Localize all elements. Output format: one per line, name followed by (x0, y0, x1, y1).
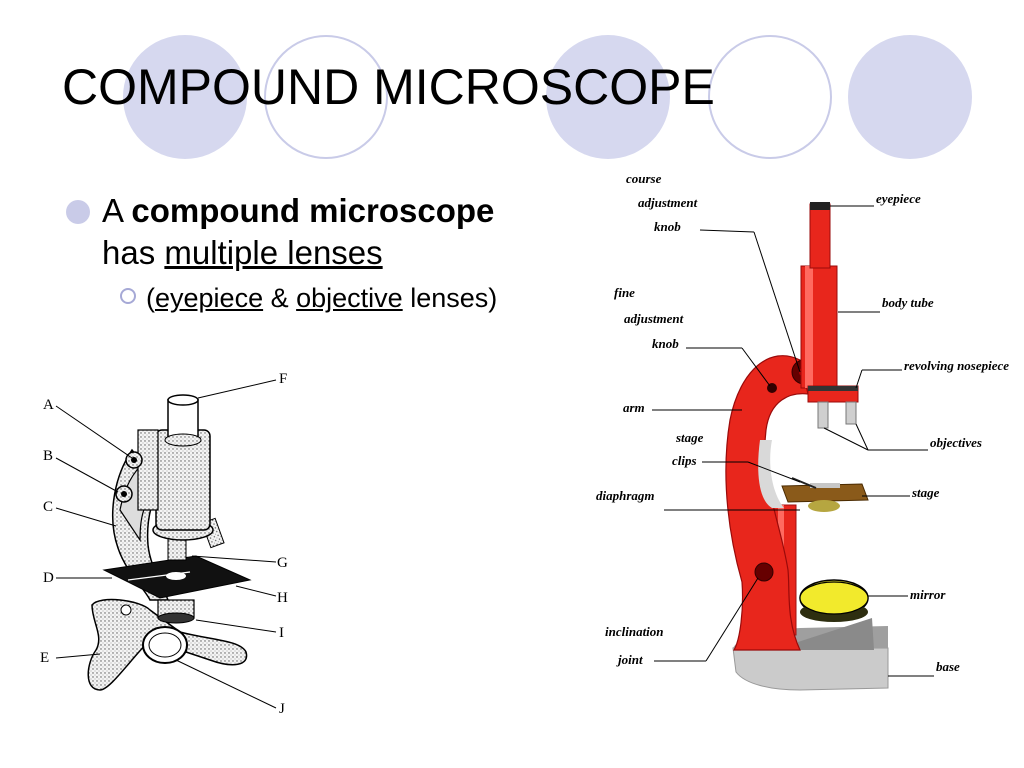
label-joint: joint (616, 652, 643, 667)
bullet-dot-icon (66, 200, 90, 224)
label-knob: knob (654, 219, 681, 234)
right-inclination-joint-knob (754, 562, 774, 582)
label-fine-knob: knob (652, 336, 679, 351)
deco-circle-outline (708, 35, 832, 159)
left-label-j: J (279, 701, 285, 717)
sub-term-eyepiece: eyepiece (155, 283, 264, 313)
label-objectives: objectives (930, 435, 982, 450)
label-eyepiece: eyepiece (876, 191, 921, 206)
sub-suffix: lenses) (402, 283, 498, 313)
bullet-prefix: A (102, 192, 132, 229)
left-label-e: E (40, 650, 49, 666)
label-inclination: inclination (605, 624, 664, 639)
sub-amp: & (263, 283, 297, 313)
left-label-f: F (279, 371, 287, 387)
left-label-c: C (43, 499, 53, 515)
sub-bullet-ring-icon (120, 288, 136, 304)
right-eyepiece (809, 203, 831, 269)
right-objective-2 (845, 401, 857, 425)
label-arm: arm (623, 400, 645, 415)
label-fine-adjustment: adjustment (624, 311, 684, 326)
left-mirror-inner (148, 632, 182, 658)
label-revolving-nosepiece: revolving nosepiece (904, 358, 1009, 373)
deco-circle-filled (848, 35, 972, 159)
deco-circle-filled (546, 35, 670, 159)
label-adjustment: adjustment (638, 195, 698, 210)
sub-open-paren: ( (146, 283, 155, 313)
left-label-b: B (43, 448, 53, 464)
label-body-tube: body tube (882, 295, 934, 310)
deco-circle-filled (123, 35, 247, 159)
label-stage: stage (911, 485, 940, 500)
bullet-item: A compound microscope has multiple lense… (66, 190, 586, 274)
label-stage-clips-1: stage (675, 430, 704, 445)
left-label-h: H (277, 590, 288, 606)
sub-bullet-item: (eyepiece & objective lenses) (66, 280, 586, 316)
label-diaphragm: diaphragm (596, 488, 655, 503)
bullet-list: A compound microscope has multiple lense… (66, 190, 586, 316)
left-label-d: D (43, 570, 54, 586)
bullet-underlined-term: multiple lenses (164, 234, 383, 271)
label-fine: fine (614, 285, 635, 300)
slide-title: COMPOUND MICROSCOPE (62, 59, 715, 115)
header-circles (123, 35, 972, 159)
bullet-bold-term: compound microscope (131, 192, 495, 229)
label-mirror: mirror (910, 587, 946, 602)
sub-term-objective: objective (296, 283, 403, 313)
label-stage-clips-2: clips (672, 453, 697, 468)
label-base: base (936, 659, 960, 674)
right-objective-1 (817, 401, 829, 429)
left-label-i: I (279, 625, 284, 641)
left-label-g: G (277, 555, 288, 571)
bullet-line2-prefix: has (102, 234, 165, 271)
label-course: course (626, 171, 662, 186)
deco-circle-outline (264, 35, 388, 159)
left-label-a: A (43, 397, 54, 413)
right-base (732, 647, 889, 691)
